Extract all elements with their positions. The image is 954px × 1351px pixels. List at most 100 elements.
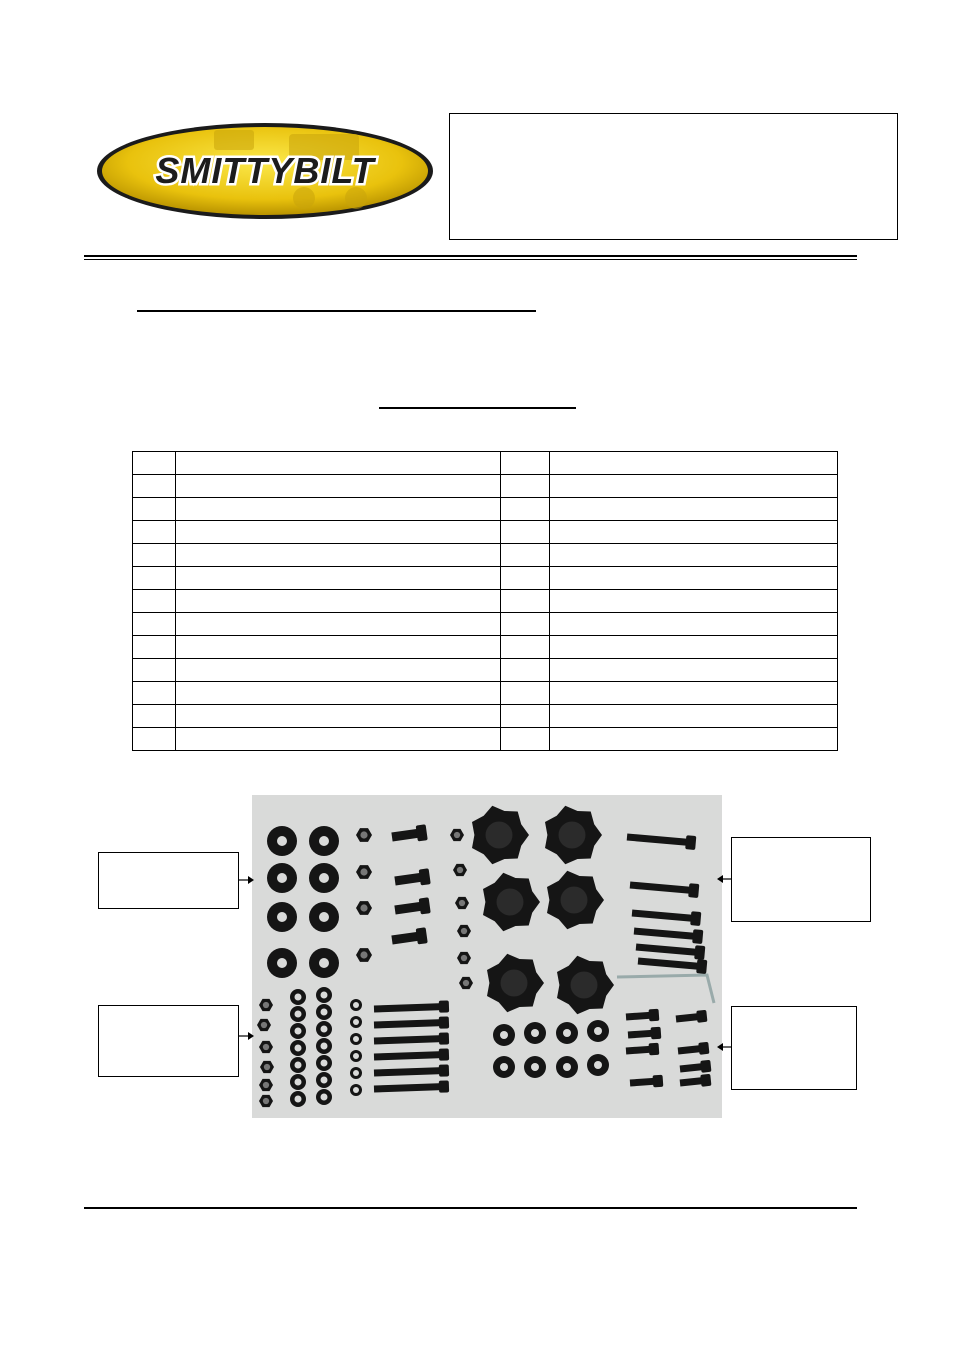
part-number-cell bbox=[549, 658, 838, 682]
table-row bbox=[132, 543, 838, 567]
bolt bbox=[626, 833, 697, 850]
hex-nut-hole bbox=[360, 831, 368, 839]
hex-nut-hole bbox=[360, 904, 368, 912]
quantity-cell bbox=[500, 681, 550, 705]
item-number-cell bbox=[132, 451, 176, 475]
header-divider bbox=[84, 255, 857, 257]
table-row bbox=[132, 589, 838, 613]
quantity-cell bbox=[500, 566, 550, 590]
bolt bbox=[629, 1074, 664, 1088]
bolt bbox=[373, 1000, 450, 1013]
table-row bbox=[132, 635, 838, 659]
tiny-washer-hole bbox=[353, 1002, 359, 1008]
table-row bbox=[132, 704, 838, 728]
part-number-cell bbox=[549, 520, 838, 544]
table-row bbox=[132, 612, 838, 636]
table-row bbox=[132, 520, 838, 544]
bolt bbox=[675, 1009, 708, 1023]
knob-center bbox=[496, 888, 524, 916]
hex-nut-hole bbox=[456, 866, 464, 874]
callout-box-bottom-left bbox=[98, 1005, 239, 1077]
quantity-cell bbox=[500, 704, 550, 728]
table-row bbox=[132, 658, 838, 682]
quantity-cell bbox=[500, 589, 550, 613]
washer-hole bbox=[319, 912, 329, 922]
quantity-cell bbox=[500, 497, 550, 521]
allen-key bbox=[616, 973, 716, 1004]
knob-center bbox=[558, 821, 586, 849]
description-cell bbox=[175, 451, 501, 475]
smittybilt-logo: SMITTYBILT SMITTYBILT bbox=[94, 120, 436, 222]
description-cell bbox=[175, 520, 501, 544]
small-washer-hole bbox=[294, 1010, 302, 1018]
table-row bbox=[132, 451, 838, 475]
part-number-cell bbox=[549, 497, 838, 521]
tiny-washer-hole bbox=[353, 1036, 359, 1042]
description-cell bbox=[175, 474, 501, 498]
bolt bbox=[679, 1059, 712, 1073]
parts-list-heading-underline bbox=[379, 407, 576, 409]
knob-center bbox=[485, 821, 513, 849]
tiny-washer-hole bbox=[353, 1070, 359, 1076]
item-number-cell bbox=[132, 635, 176, 659]
item-number-cell bbox=[132, 566, 176, 590]
small-washer-hole bbox=[294, 1095, 302, 1103]
bolt bbox=[625, 1008, 660, 1022]
knob-center bbox=[500, 969, 528, 997]
bolt bbox=[373, 1048, 450, 1061]
bolt bbox=[627, 1026, 662, 1040]
small-washer-hole bbox=[320, 1076, 328, 1084]
item-number-cell bbox=[132, 543, 176, 567]
washer-hole bbox=[500, 1063, 508, 1071]
hex-nut-hole bbox=[458, 899, 466, 907]
part-number-cell bbox=[549, 474, 838, 498]
description-cell bbox=[175, 589, 501, 613]
arrow-right-icon bbox=[239, 1032, 254, 1040]
part-number-cell bbox=[549, 704, 838, 728]
hex-nut-hole bbox=[262, 1081, 270, 1089]
header-info-box bbox=[449, 113, 898, 240]
hex-nut-hole bbox=[263, 1063, 271, 1071]
small-washer-hole bbox=[320, 1093, 328, 1101]
part-number-cell bbox=[549, 451, 838, 475]
part-number-cell bbox=[549, 727, 838, 751]
bolt bbox=[391, 824, 428, 842]
bolt bbox=[631, 909, 702, 926]
washer-hole bbox=[277, 836, 287, 846]
bolt bbox=[373, 1016, 450, 1029]
arrow-left-icon bbox=[717, 1043, 732, 1051]
item-number-cell bbox=[132, 474, 176, 498]
bolt bbox=[629, 881, 700, 898]
table-row bbox=[132, 497, 838, 521]
small-washer-hole bbox=[294, 1078, 302, 1086]
washer-hole bbox=[563, 1063, 571, 1071]
quantity-cell bbox=[500, 451, 550, 475]
quantity-cell bbox=[500, 612, 550, 636]
part-number-cell bbox=[549, 612, 838, 636]
quantity-cell bbox=[500, 635, 550, 659]
header-divider-thin bbox=[84, 259, 857, 260]
item-number-cell bbox=[132, 658, 176, 682]
description-cell bbox=[175, 635, 501, 659]
description-cell bbox=[175, 497, 501, 521]
washer-hole bbox=[594, 1027, 602, 1035]
hex-nut-hole bbox=[360, 951, 368, 959]
small-washer-hole bbox=[320, 1008, 328, 1016]
hex-nut-hole bbox=[262, 1001, 270, 1009]
part-number-cell bbox=[549, 589, 838, 613]
description-cell bbox=[175, 681, 501, 705]
small-washer-hole bbox=[294, 1027, 302, 1035]
bolt bbox=[373, 1080, 450, 1093]
tiny-washer-hole bbox=[353, 1019, 359, 1025]
small-washer-hole bbox=[294, 1044, 302, 1052]
part-number-cell bbox=[549, 543, 838, 567]
hex-nut-hole bbox=[262, 1097, 270, 1105]
hardware-kit-photo bbox=[252, 795, 722, 1118]
washer-hole bbox=[319, 873, 329, 883]
table-row bbox=[132, 681, 838, 705]
washer-hole bbox=[277, 958, 287, 968]
bolt bbox=[373, 1032, 450, 1045]
washer-hole bbox=[531, 1063, 539, 1071]
small-washer-hole bbox=[320, 991, 328, 999]
bolt bbox=[391, 927, 428, 945]
